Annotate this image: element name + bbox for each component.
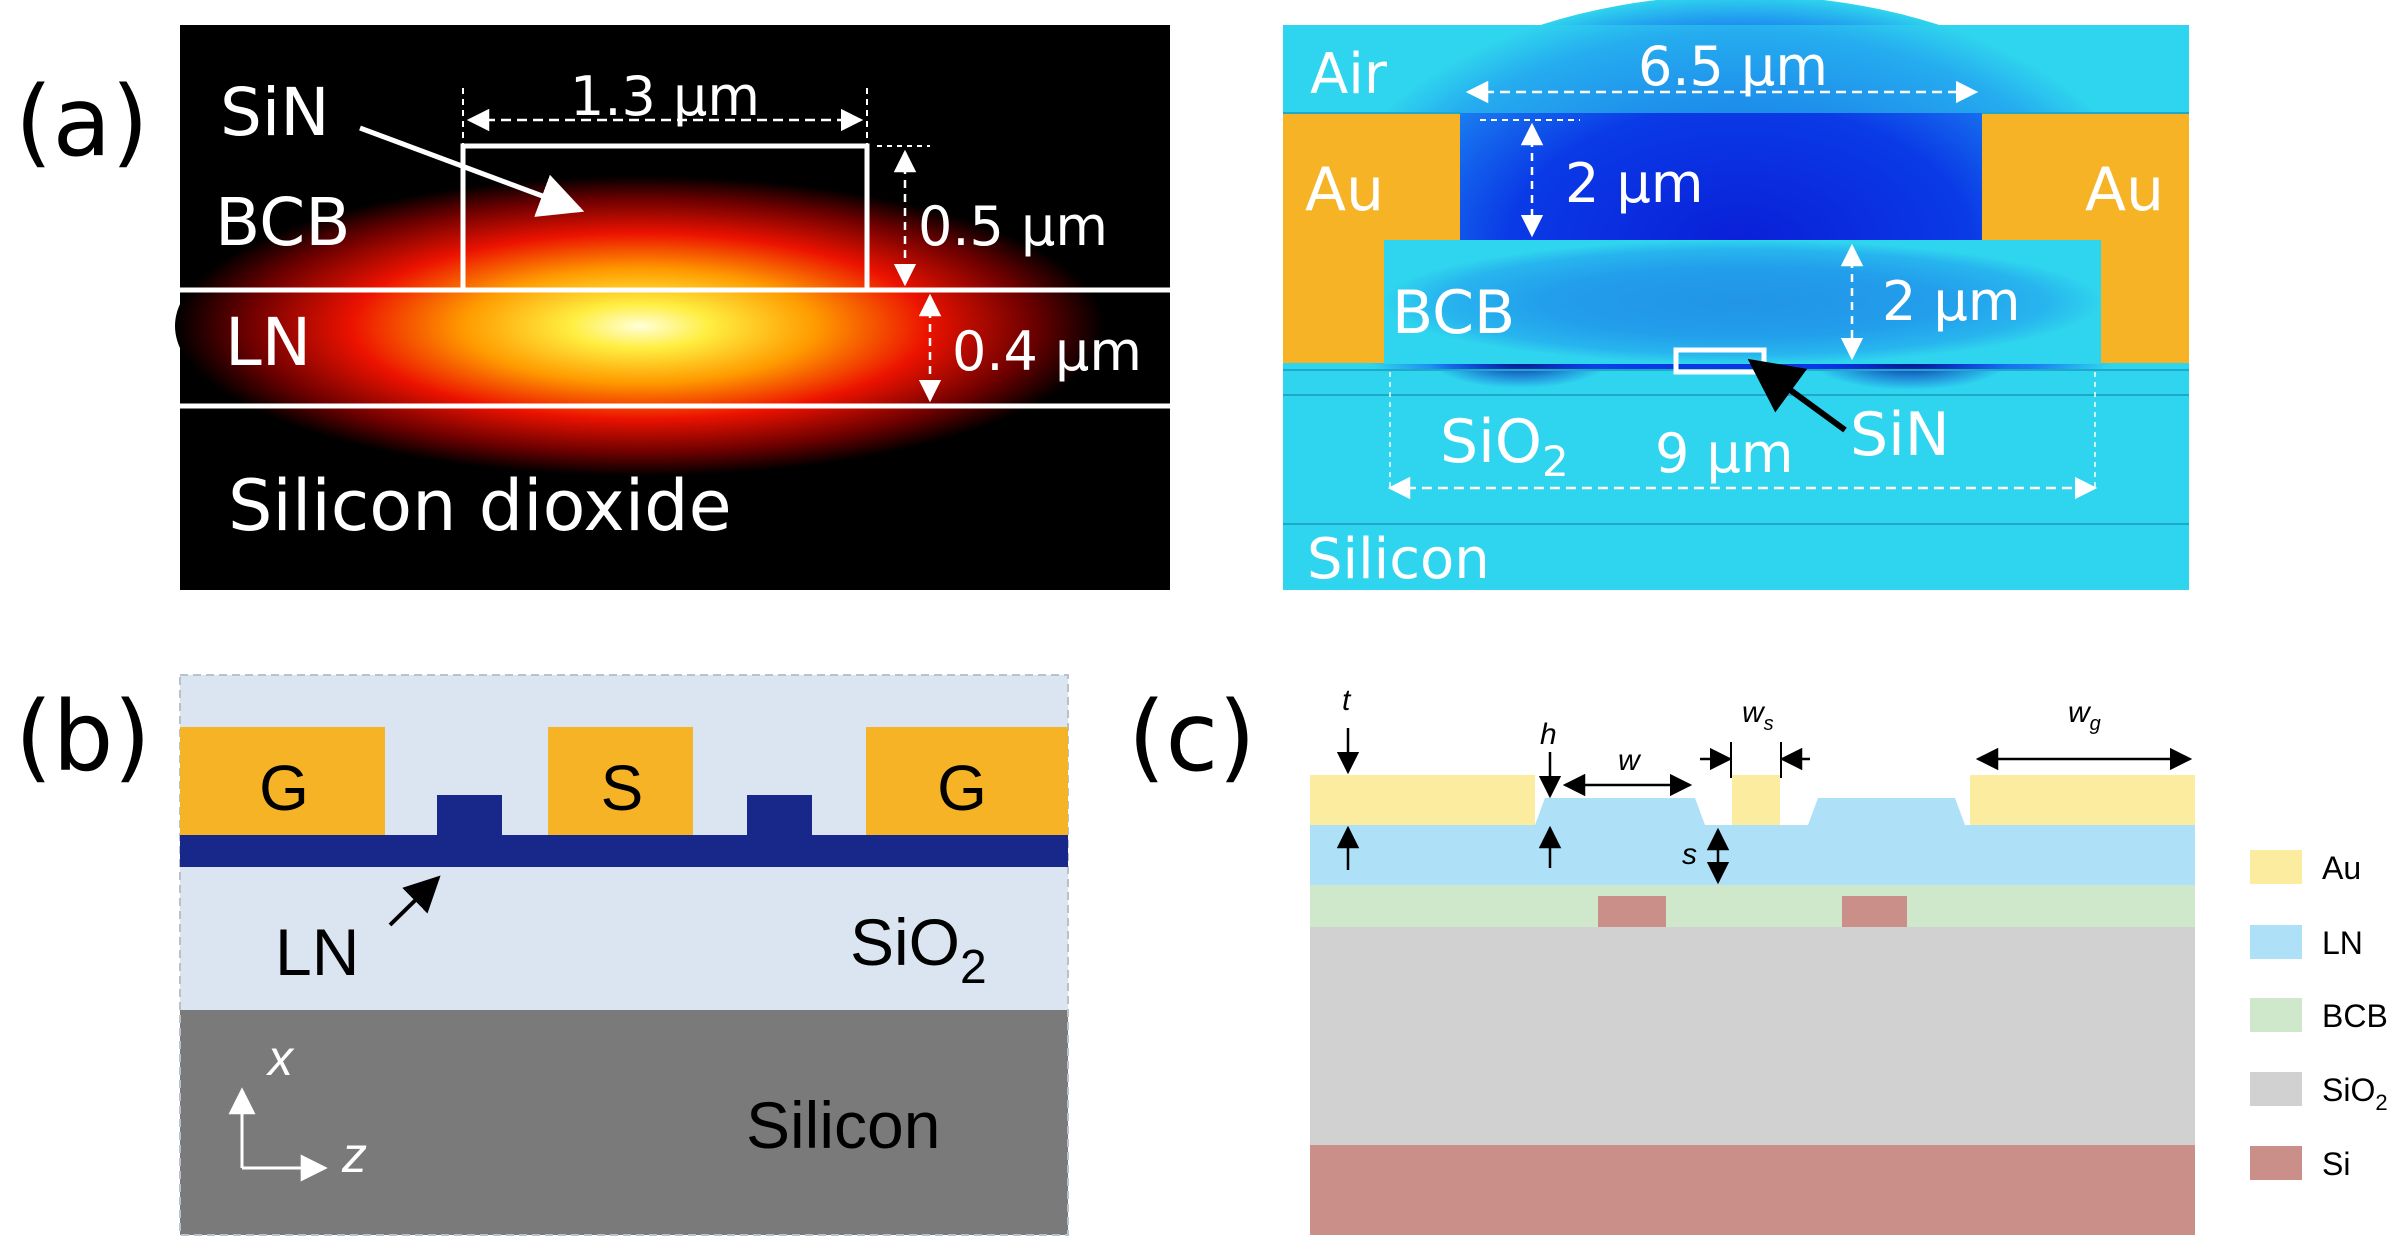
ln-layer-c bbox=[1310, 798, 2195, 885]
wg-label: wg bbox=[2068, 696, 2101, 735]
width-value: 1.3 μm bbox=[570, 65, 760, 128]
legend-swatch-au bbox=[2250, 850, 2302, 884]
sin-label-right: SiN bbox=[1850, 400, 1950, 470]
au-label-right: Au bbox=[2085, 155, 2164, 225]
electrode-s-label: S bbox=[601, 752, 644, 824]
legend-label-ln: LN bbox=[2322, 925, 2363, 961]
optical-mode-profile bbox=[175, 176, 1105, 476]
legend-item-ln: LN bbox=[2250, 925, 2363, 961]
legend-item-au: Au bbox=[2250, 850, 2361, 886]
au-label-left: Au bbox=[1305, 155, 1384, 225]
legend-swatch-ln bbox=[2250, 925, 2302, 959]
bcb-width-value: 9 μm bbox=[1655, 422, 1793, 485]
ln-ridge-left bbox=[437, 795, 502, 837]
legend-swatch-bcb bbox=[2250, 998, 2302, 1032]
panel-c-legend: Au LN BCB SiO2 Si bbox=[2250, 850, 2388, 1182]
bcb-label: BCB bbox=[215, 184, 350, 261]
ln-ridge-right bbox=[747, 795, 812, 837]
legend-swatch-sio2 bbox=[2250, 1072, 2302, 1106]
h-label: h bbox=[1540, 718, 1557, 751]
sin-pointer-arrow-right bbox=[1747, 358, 1847, 433]
panel-c-label: (c) bbox=[1128, 681, 1256, 793]
ln-label: LN bbox=[225, 304, 311, 381]
panel-a-left-diagram: SiN BCB LN Silicon dioxide 1.3 μm 0.5 μm… bbox=[175, 25, 1170, 590]
panel-b-label: (b) bbox=[15, 681, 151, 793]
z-axis-label: z bbox=[341, 1127, 367, 1183]
si-strip-left bbox=[1598, 896, 1666, 927]
bcb-field-overlay bbox=[1384, 240, 2101, 364]
ws-label: ws bbox=[1742, 696, 1774, 735]
legend-label-au: Au bbox=[2322, 850, 2361, 886]
legend-item-sio2: SiO2 bbox=[2250, 1072, 2388, 1115]
sio2-label-right: SiO2 bbox=[1440, 407, 1569, 486]
legend-label-si: Si bbox=[2322, 1146, 2350, 1182]
silicon-label-right: Silicon bbox=[1307, 527, 1490, 592]
legend-label-sio2: SiO2 bbox=[2322, 1072, 2388, 1115]
ground-electrode-right bbox=[866, 727, 1068, 835]
air-depth-value: 2 μm bbox=[1565, 152, 1703, 215]
electrode-g-left-label: G bbox=[259, 752, 309, 824]
si-strip-right bbox=[1842, 896, 1907, 927]
ln-label-b: LN bbox=[275, 915, 359, 989]
sin-height-value: 0.5 μm bbox=[918, 195, 1108, 258]
sin-pointer-arrow bbox=[359, 125, 585, 217]
air-label: Air bbox=[1310, 42, 1388, 107]
panel-b-diagram: G S G LN SiO2 Silicon x z bbox=[179, 674, 1069, 1236]
legend-item-si: Si bbox=[2250, 1146, 2350, 1182]
sin-waveguide-outline bbox=[460, 143, 870, 290]
bcb-height-value: 2 μm bbox=[1882, 270, 2020, 333]
silicon-label-b: Silicon bbox=[746, 1088, 940, 1162]
s-label: s bbox=[1682, 838, 1697, 871]
legend-label-bcb: BCB bbox=[2322, 998, 2388, 1034]
ln-height-value: 0.4 μm bbox=[952, 320, 1142, 383]
gap-value: 6.5 μm bbox=[1638, 35, 1828, 98]
sio2-label-b: SiO2 bbox=[850, 905, 987, 994]
sio2-layer bbox=[1310, 927, 2195, 1145]
sin-label: SiN bbox=[220, 74, 330, 151]
panel-b-frame bbox=[179, 674, 1069, 1236]
si-substrate-layer bbox=[1310, 1145, 2195, 1235]
silicon-dioxide-label: Silicon dioxide bbox=[228, 465, 732, 547]
signal-electrode bbox=[548, 727, 693, 835]
panel-a-right-diagram: Air Au Au BCB SiO2 SiN Silicon 6.5 μm 2 … bbox=[1283, 0, 2189, 592]
ln-pointer-arrow bbox=[388, 875, 441, 927]
ln-film bbox=[180, 835, 1068, 867]
ground-electrode-left-c bbox=[1310, 775, 1535, 825]
silicon-substrate bbox=[180, 1010, 1068, 1235]
x-axis-label: x bbox=[266, 1030, 295, 1086]
electrode-g-right-label: G bbox=[937, 752, 987, 824]
ground-electrode-left bbox=[180, 727, 385, 835]
ground-electrode-right-c bbox=[1970, 775, 2195, 825]
t-label: t bbox=[1342, 684, 1352, 717]
signal-electrode-c bbox=[1732, 775, 1780, 825]
bcb-label-right: BCB bbox=[1392, 278, 1515, 348]
legend-item-bcb: BCB bbox=[2250, 998, 2388, 1034]
bcb-layer-c bbox=[1310, 885, 2195, 927]
panel-a-label: (a) bbox=[15, 66, 149, 178]
legend-swatch-si bbox=[2250, 1146, 2302, 1180]
w-label: w bbox=[1618, 744, 1642, 777]
panel-c-diagram: t h w ws wg s bbox=[1310, 684, 2195, 1235]
